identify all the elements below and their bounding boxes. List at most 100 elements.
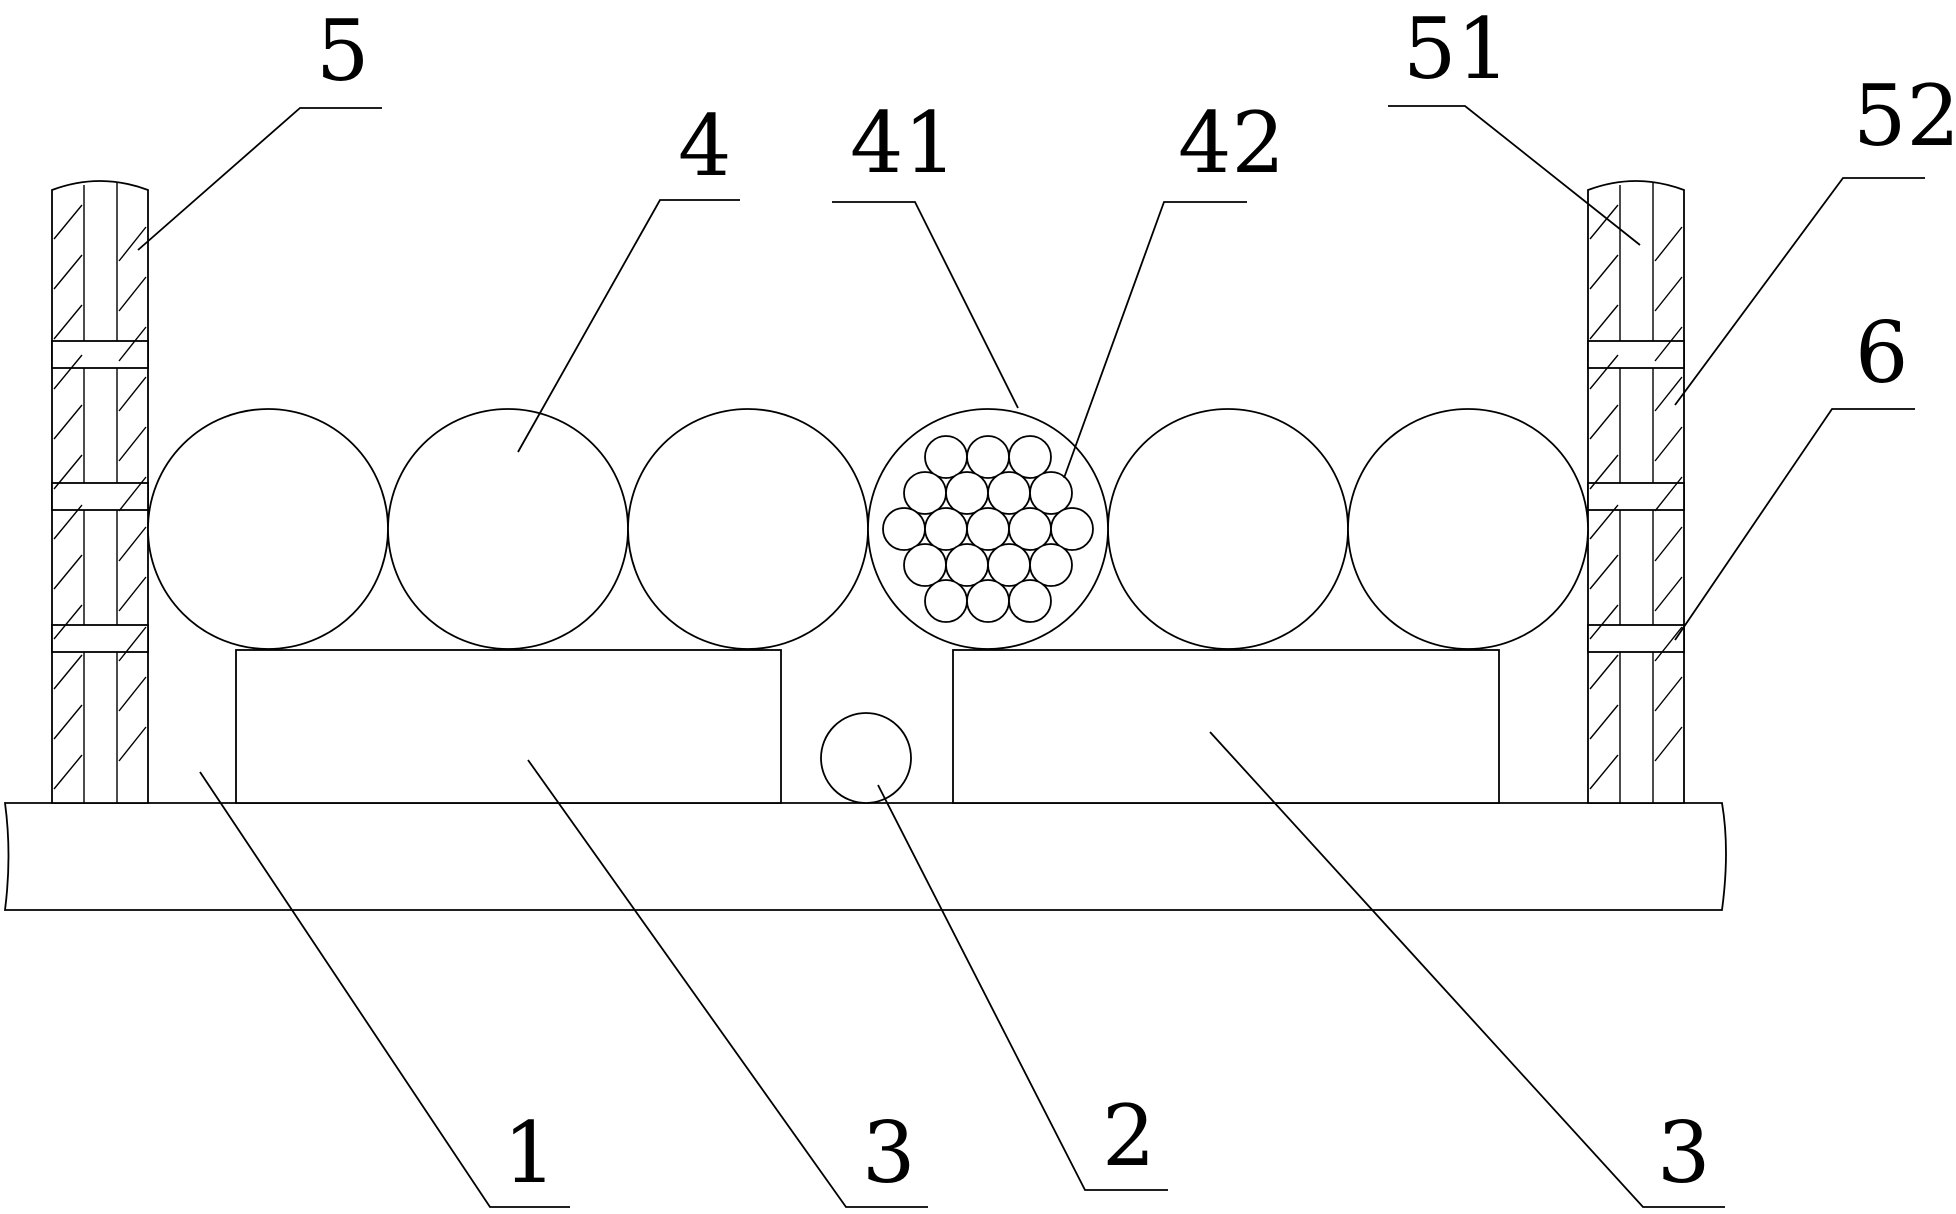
hatch-line — [53, 754, 83, 790]
hatch-line — [1654, 376, 1683, 412]
leader-52 — [1674, 177, 1925, 406]
hatch-line — [1654, 326, 1683, 362]
leader-6 — [1674, 408, 1915, 641]
leader-4 — [517, 199, 740, 453]
hatch-line — [118, 626, 147, 662]
hatch-line — [1654, 726, 1683, 762]
hatch-line — [1589, 654, 1619, 690]
inner-ball — [1050, 507, 1094, 551]
leader-41 — [832, 201, 1019, 409]
inner-ball — [882, 507, 926, 551]
hatch-line — [53, 204, 83, 240]
inner-ball — [1008, 435, 1052, 479]
label-3a: 3 — [862, 1104, 915, 1202]
label-5: 5 — [316, 2, 369, 100]
hatch-line — [53, 604, 83, 640]
hatch-line — [53, 254, 83, 290]
inner-ball — [903, 471, 947, 515]
hatch-line — [1589, 304, 1619, 340]
hatch-line — [1589, 604, 1619, 640]
inner-ball — [966, 507, 1010, 551]
inner-ball — [987, 543, 1031, 587]
roller-2 — [387, 408, 629, 650]
hatch-line — [1654, 626, 1683, 662]
leader-3b — [1209, 731, 1725, 1208]
left-post — [51, 180, 149, 804]
inner-ball — [924, 435, 968, 479]
hatch-line — [1589, 454, 1619, 490]
hatch-line — [1654, 526, 1683, 562]
inner-ball — [1008, 579, 1052, 623]
roller-5 — [1107, 408, 1349, 650]
inner-ball — [1029, 471, 1073, 515]
hatch-line — [118, 326, 147, 362]
hatch-line — [118, 576, 147, 612]
hatch-line — [118, 226, 147, 262]
hatch-line — [1589, 504, 1619, 540]
hatch-line — [1654, 576, 1683, 612]
hatch-line — [53, 504, 83, 540]
roller-6 — [1347, 408, 1589, 650]
inner-ball — [924, 507, 968, 551]
hatch-line — [1589, 754, 1619, 790]
hatch-line — [53, 554, 83, 590]
leader-lines — [137, 105, 1925, 1208]
hatch-line — [1654, 476, 1683, 512]
inner-ball — [1029, 543, 1073, 587]
leader-3a — [527, 759, 928, 1208]
label-1: 1 — [503, 1104, 556, 1202]
support-block-left — [235, 649, 782, 804]
inner-ball — [903, 543, 947, 587]
inner-ball — [987, 471, 1031, 515]
inner-ball — [1008, 507, 1052, 551]
hatch-line — [53, 654, 83, 690]
inner-ball — [945, 471, 989, 515]
leader-5 — [137, 107, 382, 251]
hatch-line — [1589, 254, 1619, 290]
hatch-line — [1654, 426, 1683, 462]
hatch-line — [118, 426, 147, 462]
right-post — [1587, 180, 1685, 804]
hatch-line — [1589, 354, 1619, 390]
inner-ball — [966, 435, 1010, 479]
label-3b: 3 — [1657, 1104, 1710, 1202]
hatch-line — [118, 276, 147, 312]
leader-42 — [1063, 201, 1247, 479]
hatch-line — [53, 704, 83, 740]
leader-1 — [199, 771, 570, 1208]
label-2: 2 — [1102, 1087, 1155, 1185]
hatch-line — [1589, 204, 1619, 240]
label-42: 42 — [1178, 94, 1285, 192]
label-41: 41 — [850, 94, 957, 192]
small-ball — [820, 712, 912, 804]
hatch-line — [1654, 276, 1683, 312]
inner-balls — [882, 435, 1094, 623]
label-51: 51 — [1403, 0, 1510, 98]
roller-1 — [147, 408, 389, 650]
support-block-right — [952, 649, 1500, 804]
base-plate — [3, 802, 1727, 911]
label-52: 52 — [1853, 67, 1956, 165]
leader-2 — [877, 784, 1168, 1191]
hatch-line — [53, 454, 83, 490]
hatch-line — [118, 376, 147, 412]
inner-ball — [924, 579, 968, 623]
hatch-line — [1654, 676, 1683, 712]
leader-51 — [1388, 105, 1641, 246]
hatch-line — [118, 726, 147, 762]
inner-ball — [945, 543, 989, 587]
hatch-line — [118, 526, 147, 562]
label-6: 6 — [1855, 304, 1908, 402]
hatch-line — [53, 404, 83, 440]
hatch-line — [53, 304, 83, 340]
inner-ball — [966, 579, 1010, 623]
label-4: 4 — [678, 97, 731, 195]
hatch-line — [1589, 404, 1619, 440]
hatch-line — [53, 354, 83, 390]
hatch-line — [1589, 554, 1619, 590]
hatch-line — [1654, 226, 1683, 262]
hatch-line — [118, 676, 147, 712]
hatch-line — [1589, 704, 1619, 740]
roller-3 — [627, 408, 869, 650]
